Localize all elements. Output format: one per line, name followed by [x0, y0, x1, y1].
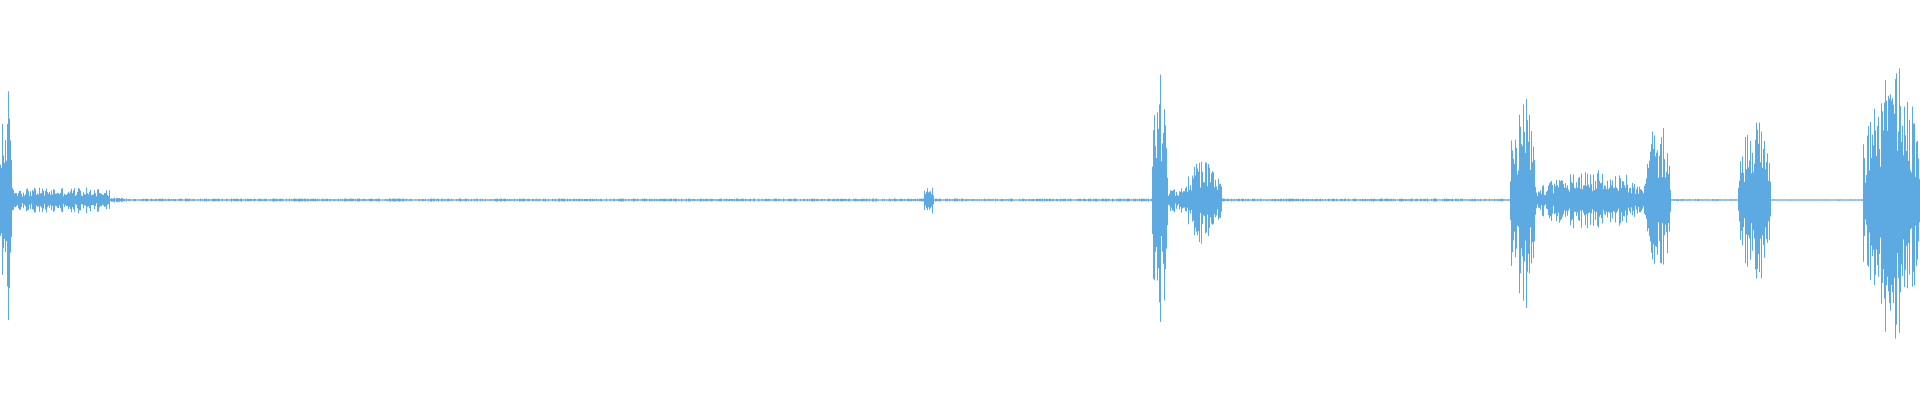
- waveform-path: [0, 68, 1920, 339]
- waveform-trace: [0, 68, 1920, 339]
